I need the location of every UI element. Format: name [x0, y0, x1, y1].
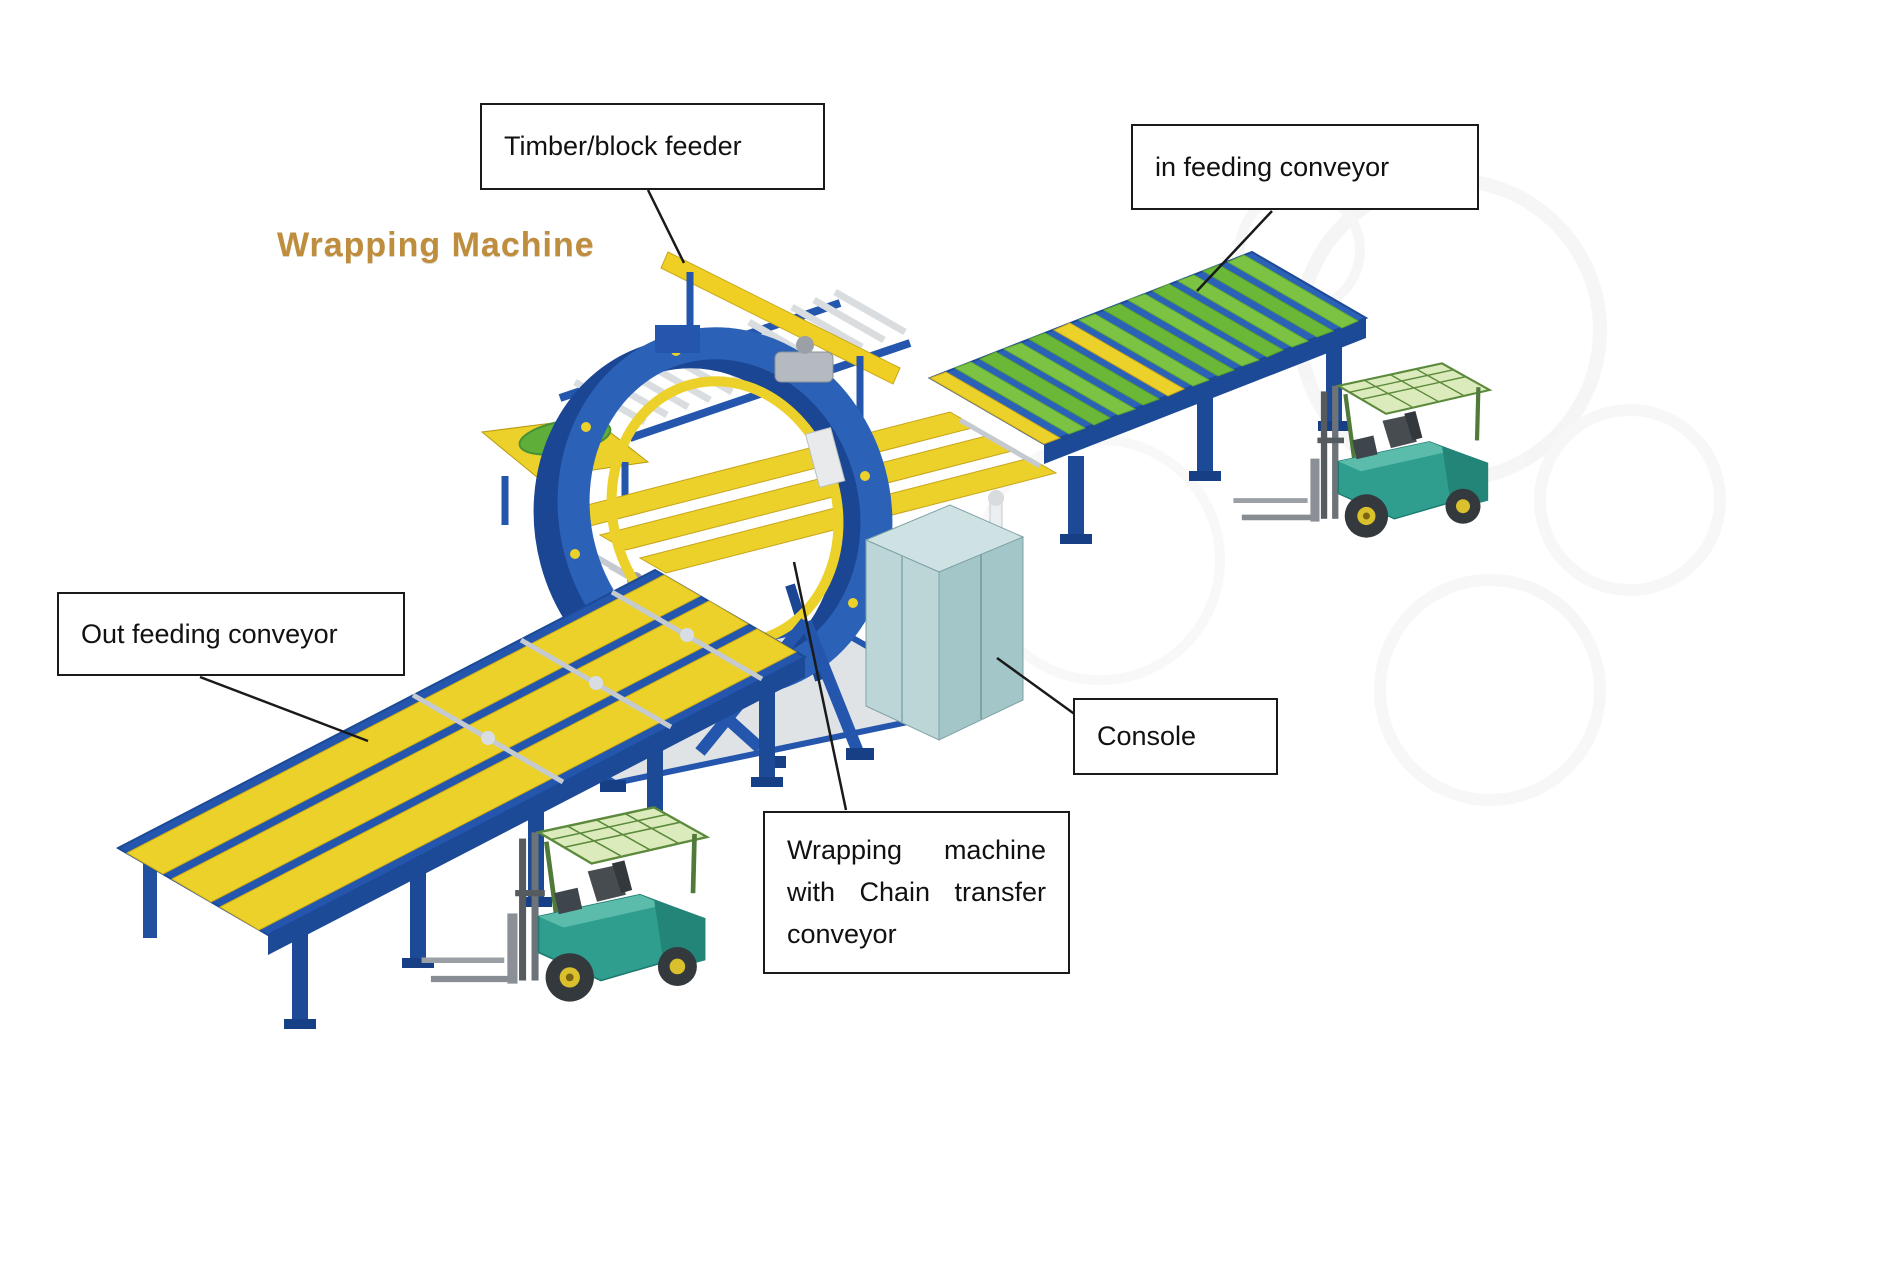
label-console: Console	[1073, 698, 1278, 775]
in-feeding-conveyor-graphic	[927, 250, 1369, 544]
leader-line-timber-feeder	[646, 189, 686, 264]
label-in-feeding-conveyor: in feeding conveyor	[1131, 124, 1479, 210]
diagram-title: Wrapping Machine	[277, 226, 595, 264]
forklift-right-graphic	[1233, 363, 1489, 537]
label-out-feeding-conveyor: Out feeding conveyor	[57, 592, 405, 676]
leader-line-out-feeding	[199, 675, 369, 743]
leader-line-wrapping-machine	[792, 561, 848, 811]
label-wrapping-machine-text: Wrapping machine with Chain transfer con…	[787, 835, 1046, 949]
label-in-feeding-conveyor-text: in feeding conveyor	[1155, 151, 1390, 182]
label-timber-feeder-text: Timber/block feeder	[504, 131, 742, 161]
label-console-text: Console	[1097, 721, 1197, 751]
leader-line-in-feeding	[1196, 210, 1273, 292]
console-graphic	[864, 504, 1025, 741]
label-out-feeding-conveyor-text: Out feeding conveyor	[81, 618, 338, 649]
out-feeding-conveyor-graphic	[115, 568, 808, 1029]
label-timber-feeder: Timber/block feeder	[480, 103, 825, 190]
label-wrapping-machine: Wrapping machine with Chain transfer con…	[763, 811, 1070, 974]
